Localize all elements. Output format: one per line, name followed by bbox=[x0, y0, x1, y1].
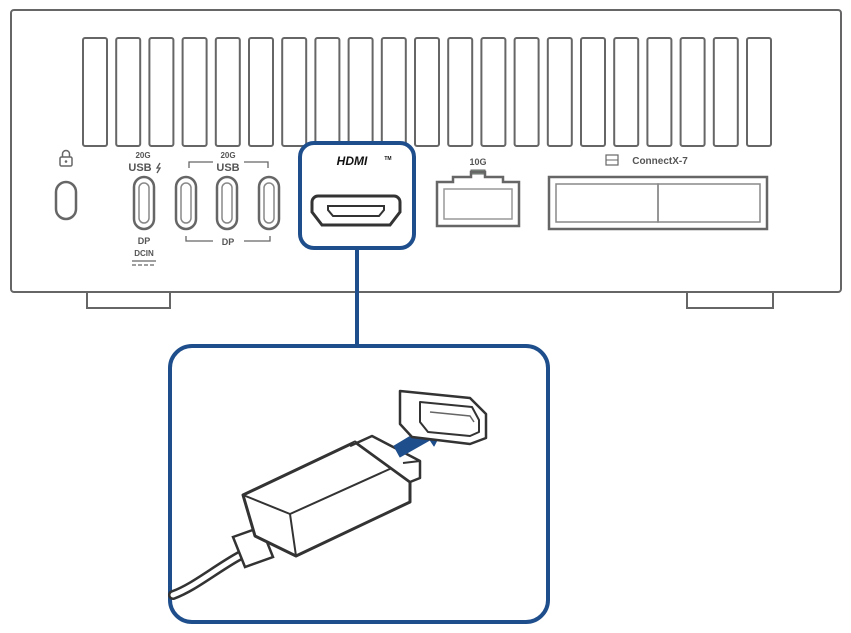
vent-slot bbox=[746, 37, 772, 147]
hdmi-receptacle bbox=[398, 389, 488, 446]
chassis-foot-right bbox=[686, 291, 774, 309]
usb-c-port-power: 20G USB DP DCIN bbox=[128, 151, 162, 266]
connectx-label: ConnectX-7 bbox=[632, 156, 688, 167]
vent-slot bbox=[580, 37, 606, 147]
usb-c-port-1 bbox=[174, 175, 198, 231]
qsfp-cage bbox=[547, 175, 769, 231]
ethernet-port-inner bbox=[443, 188, 513, 220]
vent-slot bbox=[181, 37, 208, 147]
usb-power-dcin-label: DCIN bbox=[134, 249, 154, 258]
vent-slot bbox=[447, 37, 474, 147]
receptacle-contacts bbox=[429, 411, 475, 423]
usb-c-port-power-outer bbox=[132, 175, 156, 231]
lock-icon bbox=[59, 149, 73, 167]
ethernet-port: 10G bbox=[435, 157, 521, 228]
usb-group-bracket-top bbox=[188, 161, 269, 168]
hdmi-plug-tip-edge bbox=[402, 460, 421, 464]
vent-slot bbox=[613, 37, 640, 147]
vent-slot bbox=[82, 37, 108, 147]
usb-group-speed-label: 20G bbox=[220, 151, 235, 160]
vent-slot bbox=[712, 37, 739, 147]
ethernet-speed-label: 10G bbox=[469, 157, 486, 167]
hdmi-logo: HDMI bbox=[337, 154, 368, 168]
usb-group-name-label: USB bbox=[216, 162, 239, 174]
usb-power-speed-label: 20G bbox=[135, 151, 150, 160]
usb-c-port-3 bbox=[257, 175, 281, 231]
vent-slot bbox=[646, 37, 673, 147]
connectx-ports: ConnectX-7 bbox=[547, 154, 769, 231]
vent-slot bbox=[679, 37, 706, 147]
hdmi-plug-edges bbox=[242, 462, 404, 557]
usb-c-port-group: 20G USB DP bbox=[174, 151, 281, 247]
vent-slot bbox=[248, 37, 274, 147]
hdmi-plug bbox=[241, 434, 422, 558]
network-icon bbox=[435, 170, 521, 228]
vent-slot bbox=[414, 37, 440, 147]
vent-slot bbox=[148, 37, 175, 147]
network-card-icon bbox=[605, 154, 619, 166]
hdmi-port-icon bbox=[310, 194, 402, 227]
vent-slot bbox=[214, 37, 241, 147]
hdmi-cable-callout bbox=[168, 344, 550, 624]
hdmi-port-highlight: HDMI TM bbox=[298, 141, 416, 250]
usb-group-dp-label: DP bbox=[222, 237, 235, 247]
lock-slot bbox=[54, 180, 78, 221]
vent-slot bbox=[281, 37, 308, 147]
hdmi-tm: TM bbox=[384, 156, 391, 162]
vent-slot bbox=[546, 37, 573, 147]
usb-c-port-1-inner bbox=[180, 182, 192, 224]
qsfp-port-2 bbox=[657, 183, 761, 223]
usb-power-dp-label: DP bbox=[138, 236, 151, 246]
usb-c-port-3-inner bbox=[263, 182, 275, 224]
usb-c-port-2-inner bbox=[221, 182, 233, 224]
receptacle-inner bbox=[419, 401, 480, 437]
usb-c-port-power-inner bbox=[138, 182, 150, 224]
kensington-lock bbox=[54, 149, 78, 221]
vent-grille bbox=[82, 37, 772, 147]
power-icon bbox=[155, 162, 162, 174]
usb-group-bracket-bottom bbox=[185, 236, 271, 242]
usb-power-name-label: USB bbox=[128, 162, 151, 174]
chassis-foot-left bbox=[86, 291, 171, 309]
hdmi-plug-tip bbox=[349, 434, 422, 484]
vent-slot bbox=[480, 37, 507, 147]
vent-slot bbox=[513, 37, 540, 147]
usb-c-port-2 bbox=[215, 175, 239, 231]
vent-slot bbox=[115, 37, 142, 147]
